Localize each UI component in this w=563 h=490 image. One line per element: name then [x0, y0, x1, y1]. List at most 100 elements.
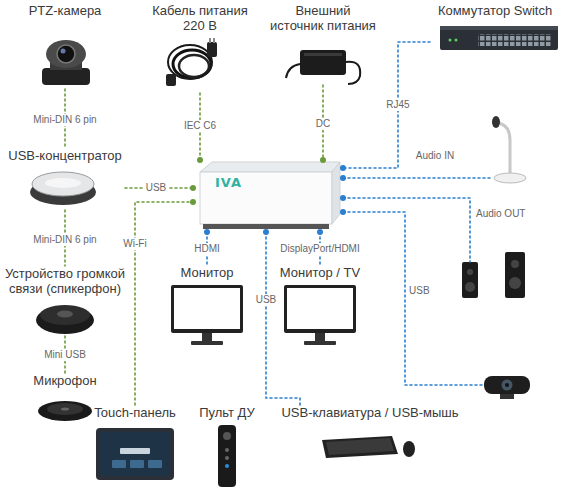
- speakers-illustration-part: [465, 282, 475, 292]
- power-supply-illustration-part: [346, 62, 360, 84]
- device-label: Пульт ДУ: [192, 405, 262, 420]
- device-node: Монитор: [162, 265, 252, 350]
- speakerphone-illustration-part: [36, 306, 94, 334]
- audio-video-wires-part: [343, 177, 493, 179]
- microphone-puck-illustration-part: [61, 408, 69, 411]
- wire-end-dots-part: [340, 195, 346, 201]
- tv-illustration-part: [304, 341, 336, 345]
- port-label: Audio IN: [415, 150, 455, 162]
- usb-hub-illustration-part: [45, 178, 81, 188]
- gooseneck-microphone-illustration-part: [494, 173, 526, 183]
- usb-hub-illustration-part: [32, 172, 94, 196]
- connector-label: RJ45: [384, 99, 411, 111]
- device-node: Touch-панель: [90, 405, 180, 485]
- audio-video-wires-part: [343, 212, 484, 385]
- power-cable-illustration-part: [209, 38, 211, 43]
- wire-end-dots-part: [340, 209, 346, 215]
- power-cable-illustration-part: [166, 74, 176, 86]
- device-label: USB-концентратор: [5, 148, 125, 163]
- device-label: PTZ-камера: [15, 3, 115, 18]
- touch-panel-illustration-part: [148, 460, 162, 468]
- keyboard-mouse-illustration: [322, 436, 415, 458]
- power-supply-illustration-part: [300, 50, 346, 75]
- connector-label: Mini-DIN 6 pin: [31, 234, 98, 246]
- network-switch-illustration-part: [478, 34, 552, 46]
- speakers-illustration-part: [511, 260, 519, 268]
- power-supply-illustration-part: [286, 64, 300, 78]
- speakerphone-illustration-part: [57, 311, 73, 318]
- network-switch-illustration-part: [455, 39, 458, 42]
- power-cable-illustration-part: [213, 38, 215, 43]
- touch-panel-illustration-part: [120, 448, 150, 454]
- connector-label: IEC C6: [182, 120, 218, 132]
- port-dot: [190, 199, 196, 205]
- gooseneck-microphone-illustration: [492, 116, 526, 183]
- ptz-camera-illustration-part: [57, 45, 75, 63]
- port-dot: [263, 229, 269, 235]
- tv-illustration-part: [284, 285, 356, 333]
- touch-panel-illustration-part: [96, 428, 174, 480]
- port-dot: [190, 185, 196, 191]
- webcam-illustration-part: [505, 383, 509, 387]
- device-node: PTZ-камера: [15, 3, 115, 89]
- network-switch-illustration-part: [440, 26, 558, 30]
- wire-end-dots-part: [340, 175, 346, 181]
- connector-label: Mini-DIN 6 pin: [31, 114, 98, 126]
- touch-panel-illustration-part: [100, 432, 170, 476]
- device-label: USB-клавиатура / USB-мышь: [275, 405, 465, 420]
- speakerphone-illustration: [36, 305, 94, 334]
- monitor-illustration: [171, 285, 243, 345]
- microphone-puck-illustration: [38, 401, 92, 421]
- logo-text: IVA: [215, 175, 242, 190]
- device-node: Пульт ДУ: [192, 405, 262, 489]
- device-label: Кабель питания 220 В: [150, 3, 250, 33]
- iva-unit-illustration-part: [203, 224, 329, 229]
- device-label: Touch-панель: [90, 405, 180, 420]
- microphone-puck-illustration-part: [47, 403, 83, 415]
- monitor-illustration-part: [202, 333, 212, 341]
- speakers-illustration-part: [462, 262, 478, 298]
- iva-unit-illustration-part: [200, 172, 332, 224]
- central-unit: IVA: [193, 160, 343, 232]
- power-supply-illustration-part: [304, 53, 342, 56]
- port-dot: [317, 229, 323, 235]
- device-label: Монитор: [162, 265, 252, 280]
- remote-control-illustration-part: [218, 425, 236, 487]
- wire-end-dots: [340, 175, 346, 215]
- gooseneck-microphone-illustration-part: [499, 123, 510, 176]
- connector-label: USB: [144, 182, 169, 194]
- network-switch-illustration-part: [449, 39, 452, 42]
- device-node: Кабель питания 220 В: [150, 3, 250, 93]
- connector-label: DisplayPort/HDMI: [278, 243, 361, 255]
- power-supply-illustration: [286, 50, 360, 84]
- monitor-illustration-part: [191, 341, 223, 345]
- device-label: Устройство громкой связи (спикерфон): [0, 266, 130, 296]
- power-cable-illustration-part: [168, 45, 212, 79]
- device-label: Монитор / TV: [268, 265, 372, 280]
- keyboard-mouse-illustration-part: [322, 436, 398, 458]
- iva-unit-illustration-part: [200, 162, 340, 172]
- monitor-illustration-part: [171, 285, 243, 333]
- tv-illustration: [284, 285, 356, 345]
- cable-connector: [343, 42, 430, 168]
- connector-label: Mini USB: [42, 349, 88, 361]
- keyboard-mouse-illustration-part: [403, 441, 415, 457]
- tv-illustration-part: [287, 288, 353, 329]
- speakers-illustration: [462, 252, 525, 298]
- touch-panel-illustration-part: [130, 460, 144, 468]
- webcam-illustration: [484, 376, 530, 399]
- gooseneck-microphone-illustration-part: [492, 116, 500, 128]
- webcam-illustration-part: [484, 376, 530, 394]
- port-label: Audio OUT: [476, 208, 536, 220]
- speakers-illustration-part: [509, 277, 521, 289]
- port-dot: [197, 157, 203, 163]
- speakers-illustration-part: [467, 269, 473, 275]
- ptz-camera-illustration-part: [42, 68, 90, 85]
- device-label: Коммутатор Switch: [430, 3, 560, 18]
- device-node: Коммутатор Switch: [430, 3, 560, 55]
- device-node: Внешний источник питания: [268, 3, 378, 85]
- device-node: USB-клавиатура / USB-мышь: [275, 405, 465, 465]
- device-node: Устройство громкой связи (спикерфон): [0, 266, 130, 336]
- tv-illustration-part: [315, 333, 325, 341]
